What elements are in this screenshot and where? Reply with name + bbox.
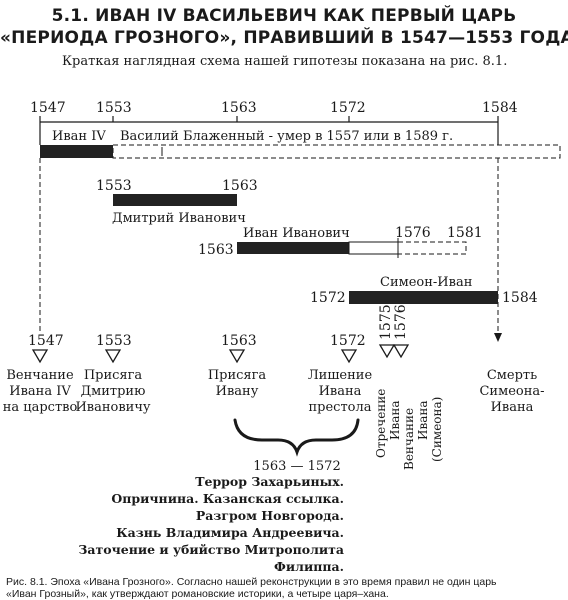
ivan-ivanovich-start-year: 1563 (198, 242, 234, 258)
simeon-bar (349, 291, 498, 304)
event-year-1575: 1575 (378, 304, 394, 340)
brace-line-6: Филиппа. (274, 559, 344, 574)
figure-caption-line-1: Рис. 8.1. Эпоха «Ивана Грозного». Соглас… (6, 576, 497, 588)
brace-line-5: Заточение и убийство Митрополита (78, 542, 344, 557)
event-1553-line-1: Присяга (84, 368, 143, 383)
top-year-1563: 1563 (221, 100, 257, 116)
event-1584-line-2: Симеона- (479, 384, 544, 399)
event-year-1547: 1547 (28, 333, 64, 349)
abdication-line-1: Отречение (374, 389, 388, 458)
event-1572-line-3: престола (309, 400, 372, 415)
coronation-line-1: Венчание (402, 408, 416, 470)
event-1572-line-2: Ивана (319, 384, 362, 399)
event-1563-line-1: Присяга (208, 368, 267, 383)
event-1553-line-3: Ивановичу (75, 400, 150, 415)
brace-line-2: Опричнина. Казанская ссылка. (111, 491, 344, 506)
ivan-ivanovich-name: Иван Иванович (243, 226, 350, 241)
top-year-1572: 1572 (330, 100, 366, 116)
coronation-line-3: (Симеона) (430, 397, 444, 462)
brace-range: 1563 — 1572 (253, 459, 340, 474)
brace-line-4: Казнь Владимира Андреевича. (116, 525, 344, 540)
vasily-label: Василий Блаженный - умер в 1557 или в 15… (120, 129, 453, 144)
triangle-1576 (392, 344, 410, 359)
brace-line-1: Террор Захарьиных. (195, 474, 344, 489)
event-year-1576: 1576 (393, 304, 409, 340)
event-1547-line-1: Венчание (6, 368, 74, 383)
ivan-iv-label: Иван IV (52, 129, 106, 144)
triangle-1572 (340, 349, 358, 364)
top-year-1547: 1547 (30, 100, 66, 116)
arrowhead-1584 (494, 333, 502, 342)
event-year-1572: 1572 (330, 333, 366, 349)
figure-caption-line-2: «Иван Грозный», как утверждают романовск… (6, 588, 389, 600)
event-1572-line-1: Лишение (308, 368, 373, 383)
event-1553-line-2: Дмитрию (81, 384, 146, 399)
dmitry-bar (113, 194, 237, 206)
top-year-1553: 1553 (96, 100, 132, 116)
event-1563-line-2: Ивану (216, 384, 259, 399)
simeon-name: Симеон-Иван (380, 275, 472, 290)
event-1547-line-3: на царство (3, 400, 78, 415)
ivan-ivanovich-solid-bar (237, 242, 349, 254)
section-title-line-1: 5.1. ИВАН IV ВАСИЛЬЕВИЧ КАК ПЕРВЫЙ ЦАРЬ (51, 6, 517, 26)
brace-line-3: Разгром Новгорода. (196, 508, 344, 523)
event-1584-line-1: Смерть (487, 368, 537, 383)
dmitry-name: Дмитрий Иванович (112, 211, 246, 226)
event-1547-line-2: Ивана IV (9, 384, 71, 399)
ivan-ivanovich-open-bar (348, 241, 399, 255)
event-1584-line-3: Ивана (491, 400, 534, 415)
abdication-line-2: Ивана (388, 400, 402, 440)
simeon-start-year: 1572 (310, 290, 346, 306)
triangle-1563 (228, 349, 246, 364)
top-year-1584: 1584 (482, 100, 518, 116)
section-title-line-2: «ПЕРИОДА ГРОЗНОГО», ПРАВИВШИЙ В 1547—155… (0, 28, 568, 48)
curly-brace (233, 418, 360, 457)
event-year-1553: 1553 (96, 333, 132, 349)
triangle-1553 (104, 349, 122, 364)
ivan-ivanovich-1576: 1576 (395, 225, 431, 241)
triangle-1547 (31, 349, 49, 364)
intro-sentence: Краткая наглядная схема нашей гипотезы п… (62, 54, 508, 69)
ivan-ivanovich-dashed-bar (397, 241, 467, 255)
dmitry-end-year: 1563 (222, 178, 258, 194)
triangle-1575 (378, 344, 396, 359)
simeon-end-year: 1584 (502, 290, 538, 306)
vasily-dashed-bar (112, 144, 561, 159)
coronation-line-2: Ивана (416, 400, 430, 440)
ivan-iv-bar (40, 145, 113, 158)
event-year-1563: 1563 (221, 333, 257, 349)
dmitry-start-year: 1553 (96, 178, 132, 194)
ivan-ivanovich-1581: 1581 (447, 225, 483, 241)
